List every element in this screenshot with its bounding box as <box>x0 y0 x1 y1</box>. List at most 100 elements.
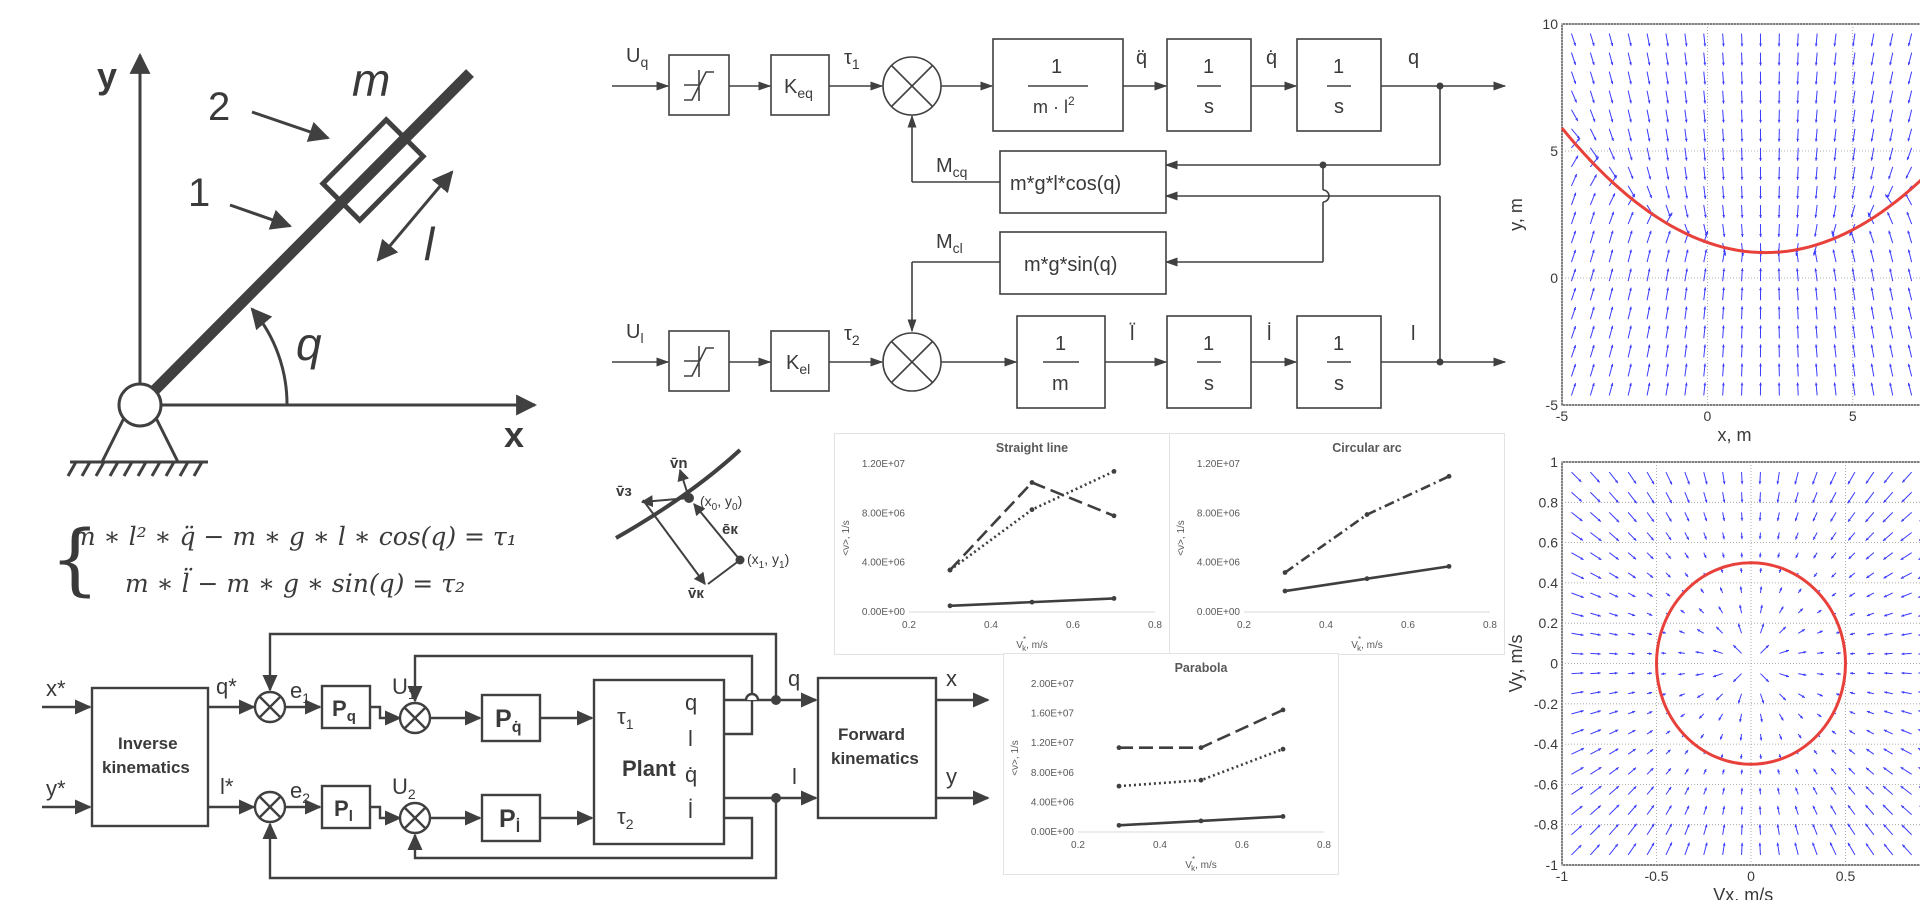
field-arrowhead <box>1866 594 1870 597</box>
base-support <box>100 417 180 463</box>
field-arrowhead <box>1847 500 1851 504</box>
field-arrowhead <box>1837 672 1841 676</box>
field-arrowhead <box>1632 594 1636 597</box>
field-arrowhead <box>1759 119 1762 123</box>
field-arrowhead <box>1597 652 1601 656</box>
field-arrowhead <box>1722 233 1726 237</box>
field-arrowhead <box>1813 768 1817 772</box>
field-arrowhead <box>1611 137 1614 142</box>
y-tick-label: 0 <box>1550 656 1558 672</box>
field-arrowhead <box>1847 480 1851 485</box>
field-arrowhead <box>1759 138 1762 142</box>
y-tick-label: 1.60E+07 <box>1031 709 1075 720</box>
field-arrowhead <box>1686 499 1690 503</box>
field-arrowhead <box>1720 587 1723 591</box>
field-arrowhead <box>1796 62 1800 66</box>
field-arrowhead <box>1720 755 1724 759</box>
field-arrowhead <box>1852 382 1855 386</box>
field-arrowhead <box>1865 537 1869 541</box>
field-arrowhead <box>1597 594 1602 598</box>
field-arrowhead <box>1870 81 1874 85</box>
field-arrowhead <box>1669 842 1672 846</box>
field-arrowhead <box>1573 345 1576 349</box>
length-label: l <box>424 218 436 270</box>
field-arrowhead <box>1759 43 1762 47</box>
field-arrowhead <box>1579 786 1584 790</box>
field-arrowhead <box>1812 842 1815 846</box>
field-arrowhead <box>1723 252 1727 256</box>
gain-kel-label: Kel <box>786 352 810 377</box>
pointer-2 <box>251 110 330 142</box>
field-arrowhead <box>1849 232 1853 236</box>
field-arrowhead <box>1633 480 1637 484</box>
field-arrowhead <box>1740 382 1744 386</box>
chart-title: Parabola <box>1175 661 1229 675</box>
field-arrowhead <box>1884 652 1888 656</box>
field-arrowhead <box>1579 518 1583 522</box>
field-arrowhead <box>1759 363 1762 367</box>
field-arrowhead <box>1779 587 1782 591</box>
field-arrowhead <box>1610 344 1614 348</box>
field-arrowhead <box>1684 100 1688 104</box>
field-arrowhead <box>1832 214 1836 218</box>
field-arrowhead <box>1610 382 1614 387</box>
field-arrowhead <box>1699 608 1703 612</box>
field-arrowhead <box>1580 652 1584 656</box>
field-arrowhead <box>1669 499 1672 504</box>
field-arrowhead <box>1867 671 1871 675</box>
field-arrowhead <box>1814 176 1818 180</box>
field-arrowhead <box>1870 325 1874 329</box>
field-arrowhead <box>1778 755 1782 759</box>
field-arrowhead <box>1814 287 1818 291</box>
field-arrowhead <box>1740 138 1744 142</box>
point0-label: (x0, y0) <box>700 493 742 513</box>
field-arrowhead <box>1831 730 1836 734</box>
field-arrowhead <box>1740 517 1744 521</box>
field-arrowhead <box>1573 364 1576 368</box>
field-arrowhead <box>1814 382 1818 386</box>
field-arrowhead <box>1720 568 1724 572</box>
x-axis-label-sub: k <box>1022 644 1027 653</box>
field-arrowhead <box>1870 363 1874 367</box>
field-arrowhead <box>1598 557 1602 560</box>
field-arrowhead <box>1848 749 1853 753</box>
field-arrowhead <box>1758 517 1762 521</box>
field-arrowhead <box>1649 593 1653 597</box>
y-tick-label: -0.4 <box>1534 736 1558 752</box>
field-arrowhead <box>1796 100 1800 104</box>
plant-tau2: τ2 <box>617 804 634 832</box>
inverse-label: Inverse <box>118 734 178 753</box>
equation-2: m ∗ l̈ − m ∗ g ∗ sin(q) = τ₂ <box>125 569 465 598</box>
field-arrowhead <box>1686 787 1689 791</box>
field-arrowhead <box>1758 806 1762 810</box>
series-line-dashed <box>1119 708 1284 749</box>
field-arrowhead <box>1833 325 1837 329</box>
field-arrowhead <box>1865 519 1869 523</box>
field-arrowhead <box>1813 555 1817 559</box>
field-arrowhead <box>1848 537 1852 541</box>
x-tick-label: 0.2 <box>1071 840 1085 851</box>
y-tick-label: 0.2 <box>1539 615 1559 631</box>
field-arrowhead <box>1848 574 1853 578</box>
field-arrowhead <box>1865 843 1869 847</box>
field-arrowhead <box>1722 138 1725 142</box>
field-arrowhead <box>1796 287 1799 291</box>
field-arrowhead <box>1830 536 1834 541</box>
field-arrowhead <box>1718 606 1722 610</box>
field-arrowhead <box>1684 344 1688 348</box>
field-arrowhead <box>1633 786 1637 790</box>
integrator-block-q2 <box>1296 38 1382 132</box>
field-arrowhead <box>1647 157 1651 161</box>
x-axis-label: V*k, m/s <box>1016 635 1047 653</box>
integ-l1-num: 1 <box>1203 333 1214 355</box>
field-arrowhead <box>1668 214 1671 218</box>
field-arrowhead <box>1612 156 1615 160</box>
field-arrowhead <box>1865 823 1869 827</box>
field-arrowhead <box>1833 363 1837 367</box>
field-arrowhead <box>1833 43 1837 47</box>
field-arrowhead <box>1870 268 1874 272</box>
field-arrowhead <box>1851 176 1855 180</box>
field-arrowhead <box>1831 574 1835 578</box>
